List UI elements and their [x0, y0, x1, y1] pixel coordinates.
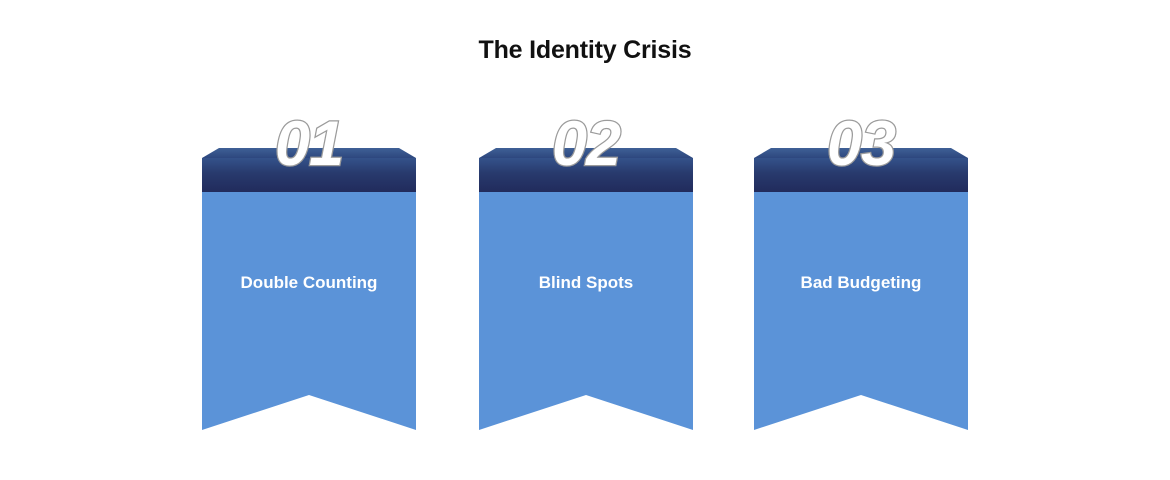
ribbon-shape-2 [479, 148, 693, 430]
ribbon-label-1: Double Counting [240, 273, 378, 292]
ribbon-banner-3[interactable]: 03 Bad Budgeting [745, 109, 977, 440]
ribbon-cap-top-2 [479, 148, 693, 158]
ribbon-cap-top-3 [754, 148, 968, 158]
ribbon-cap-front-2 [479, 158, 693, 192]
ribbon-banner-1[interactable]: 01 Double Counting [193, 109, 425, 440]
ribbon-label-2: Blind Spots [538, 273, 634, 292]
ribbon-label-3: Bad Budgeting [800, 273, 922, 292]
ribbon-banner-2[interactable]: 02 Blind Spots [470, 109, 702, 440]
ribbon-cap-top-1 [202, 148, 416, 158]
ribbon-shape-3 [754, 148, 968, 430]
ribbon-cap-front-3 [754, 158, 968, 192]
page-title: The Identity Crisis [478, 36, 692, 64]
ribbon-shape-1 [202, 148, 416, 430]
ribbon-body-2 [479, 192, 693, 430]
ribbon-body-1 [202, 192, 416, 430]
ribbon-body-3 [754, 192, 968, 430]
ribbon-cap-front-1 [202, 158, 416, 192]
